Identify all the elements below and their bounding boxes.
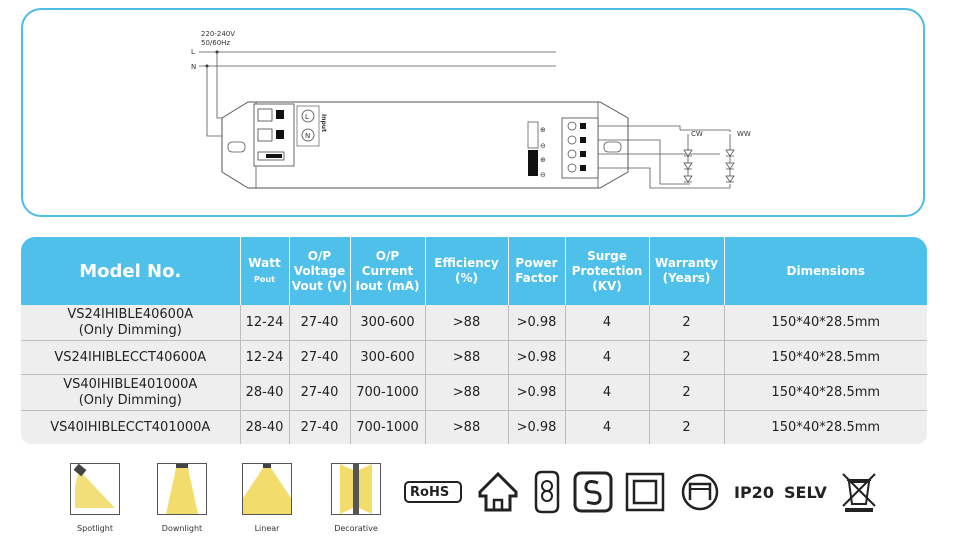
cell-dimensions: 150*40*28.5mm: [724, 305, 927, 341]
cell-voltage: 27-40: [289, 374, 351, 411]
cell-watt: 28-40: [240, 410, 290, 444]
header-model: Model No.: [21, 237, 241, 305]
cell-warranty: 2: [649, 410, 725, 444]
table-row: VS24IHIBLECCT40600A 12-24 27-40 300-600 …: [21, 340, 927, 375]
safety-transformer-icon: [534, 470, 560, 514]
cell-surge: 4: [565, 340, 650, 375]
frequency-label: 50/60Hz: [201, 39, 230, 47]
cell-power-factor: >0.98: [508, 374, 566, 411]
cell-efficiency: >88: [425, 374, 509, 411]
cell-efficiency: >88: [425, 340, 509, 375]
cell-current: 300-600: [350, 340, 426, 375]
linear-light-icon: [242, 463, 292, 515]
cell-watt: 12-24: [240, 340, 290, 375]
driver-body: [221, 101, 629, 189]
cell-voltage: 27-40: [289, 305, 351, 341]
independent-driver-icon: [681, 473, 719, 511]
output-terminals: [567, 121, 586, 173]
terminal-l-label: L: [305, 113, 309, 121]
cell-surge: 4: [565, 305, 650, 341]
cell-watt: 12-24: [240, 305, 290, 341]
downlight-caption: Downlight: [161, 524, 203, 533]
cell-current: 700-1000: [350, 374, 426, 411]
cell-warranty: 2: [649, 305, 725, 341]
wiring-diagram-frame: [21, 8, 925, 217]
plus-symbol: ⊕: [540, 126, 546, 134]
voltage-label: 220-240V: [201, 30, 235, 38]
cell-dimensions: 150*40*28.5mm: [724, 374, 927, 411]
cell-current: 300-600: [350, 305, 426, 341]
cell-model: VS40IHIBLE401000A(Only Dimming): [21, 374, 241, 411]
linear-caption: Linear: [254, 524, 280, 533]
weee-bin-icon: [842, 473, 876, 512]
cw-led-string: [683, 149, 693, 183]
cell-power-factor: >0.98: [508, 340, 566, 375]
cell-surge: 4: [565, 410, 650, 444]
cell-warranty: 2: [649, 340, 725, 375]
input-label: Input: [320, 114, 327, 132]
cell-current: 700-1000: [350, 410, 426, 444]
cell-voltage: 27-40: [289, 340, 351, 375]
cell-efficiency: >88: [425, 410, 509, 444]
cw-label: CW: [691, 130, 703, 138]
ww-label: WW: [737, 130, 751, 138]
wiring-diagram: 220-240V 50/60Hz L N L N Input ⊕ ⊖ ⊕ ⊖: [191, 30, 751, 189]
cell-dimensions: 150*40*28.5mm: [724, 410, 927, 444]
line-label: L: [191, 48, 195, 56]
ww-led-string: [725, 149, 735, 183]
header-dimensions: Dimensions: [724, 237, 927, 305]
cell-efficiency: >88: [425, 305, 509, 341]
cell-surge: 4: [565, 374, 650, 411]
decorative-light-icon: [331, 463, 381, 515]
cell-model: VS24IHIBLECCT40600A: [21, 340, 241, 375]
cell-power-factor: >0.98: [508, 410, 566, 444]
cell-voltage: 27-40: [289, 410, 351, 444]
decorative-caption: Decorative: [334, 524, 378, 533]
header-warranty: Warranty(Years): [649, 237, 725, 305]
cell-dimensions: 150*40*28.5mm: [724, 340, 927, 375]
ip20-label: IP20: [734, 483, 774, 502]
table-row: VS40IHIBLECCT401000A 28-40 27-40 700-100…: [21, 410, 927, 444]
neutral-label: N: [191, 63, 196, 71]
class-ii-icon: [625, 472, 665, 512]
spotlight-icon: [70, 463, 120, 515]
cell-model: VS40IHIBLECCT401000A: [21, 410, 241, 444]
cell-model: VS24IHIBLE40600A(Only Dimming): [21, 305, 241, 341]
terminal-n-label: N: [305, 132, 310, 140]
cell-power-factor: >0.98: [508, 305, 566, 341]
plus-symbol-2: ⊕: [540, 156, 546, 164]
cell-watt: 28-40: [240, 374, 290, 411]
minus-symbol: ⊖: [540, 142, 546, 150]
table-row: VS24IHIBLE40600A(Only Dimming) 12-24 27-…: [21, 305, 927, 341]
cell-warranty: 2: [649, 374, 725, 411]
rohs-badge: RoHS: [404, 481, 462, 503]
selv-label: SELV: [784, 483, 827, 502]
spotlight-caption: Spotlight: [77, 524, 113, 533]
table-row: VS40IHIBLE401000A(Only Dimming) 28-40 27…: [21, 374, 927, 411]
ce-mark-icon: [573, 471, 613, 513]
minus-symbol-2: ⊖: [540, 171, 546, 179]
header-efficiency: Efficiency(%): [425, 237, 509, 305]
downlight-icon: [157, 463, 207, 515]
home-icon: [478, 471, 518, 512]
